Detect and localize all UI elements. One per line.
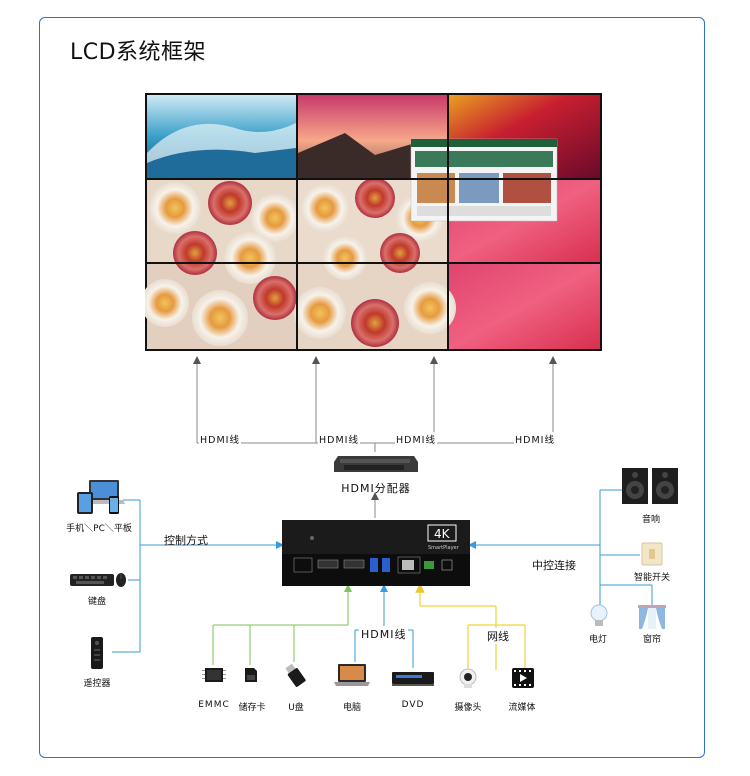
bottom-device-label-2: 储存卡 [238, 703, 266, 713]
speaker-icon [620, 466, 680, 506]
video-wall-image [141, 93, 602, 351]
bottom-device-label-1: EMMC [198, 700, 230, 710]
left-device-label-2: 键盘 [87, 597, 107, 607]
central-control-label: 中控连接 [532, 559, 576, 572]
bottom-network-label: 网线 [485, 628, 511, 644]
computer-icon [334, 662, 370, 688]
control-method-label: 控制方式 [164, 534, 208, 547]
curtain-icon [636, 603, 668, 631]
emmc-chip-icon [202, 666, 226, 684]
left-device-label-3: 遥控器 [83, 679, 111, 689]
bottom-hdmi-label: HDMI线 [359, 626, 409, 642]
streaming-media-icon [510, 666, 536, 690]
laptop-tablet-phone-icon [75, 478, 125, 516]
page-title: LCD系统框架 [70, 40, 207, 65]
smart-player-box: 4K SmartPlayer [282, 520, 470, 586]
dvd-player-icon [390, 668, 436, 688]
bottom-device-label-6: 摄像头 [454, 703, 482, 713]
right-device-label-2: 智能开关 [633, 573, 671, 583]
hdmi-line-label-2: HDMI线 [318, 432, 360, 446]
bottom-device-label-7: 流媒体 [508, 703, 536, 713]
smart-switch-icon [640, 541, 664, 567]
hdmi-line-label-4: HDMI线 [514, 432, 556, 446]
hdmi-line-label-3: HDMI线 [395, 432, 437, 446]
hdmi-splitter-icon [334, 452, 418, 474]
bottom-device-label-3: U盘 [288, 703, 304, 713]
keyboard-mouse-icon [68, 568, 128, 590]
player-badge: 4K [434, 527, 451, 541]
hdmi-line-label-1: HDMI线 [199, 432, 241, 446]
video-wall [141, 93, 602, 351]
light-bulb-icon [588, 603, 610, 629]
bottom-device-label-4: 电脑 [342, 703, 362, 713]
right-device-label-4: 窗帘 [642, 635, 662, 645]
usb-drive-icon [283, 662, 307, 688]
hdmi-splitter-label: HDMI分配器 [341, 482, 411, 495]
camera-icon [456, 668, 480, 690]
remote-control-icon [88, 636, 106, 670]
outer-frame [39, 17, 705, 758]
right-device-label-3: 电灯 [588, 635, 608, 645]
bottom-device-label-5: DVD [401, 700, 425, 710]
player-badge-sub: SmartPlayer [428, 545, 460, 551]
right-device-label-1: 音响 [641, 515, 661, 525]
sd-card-icon [242, 666, 260, 684]
left-device-label-1: 手机＼PC＼平板 [66, 524, 132, 534]
